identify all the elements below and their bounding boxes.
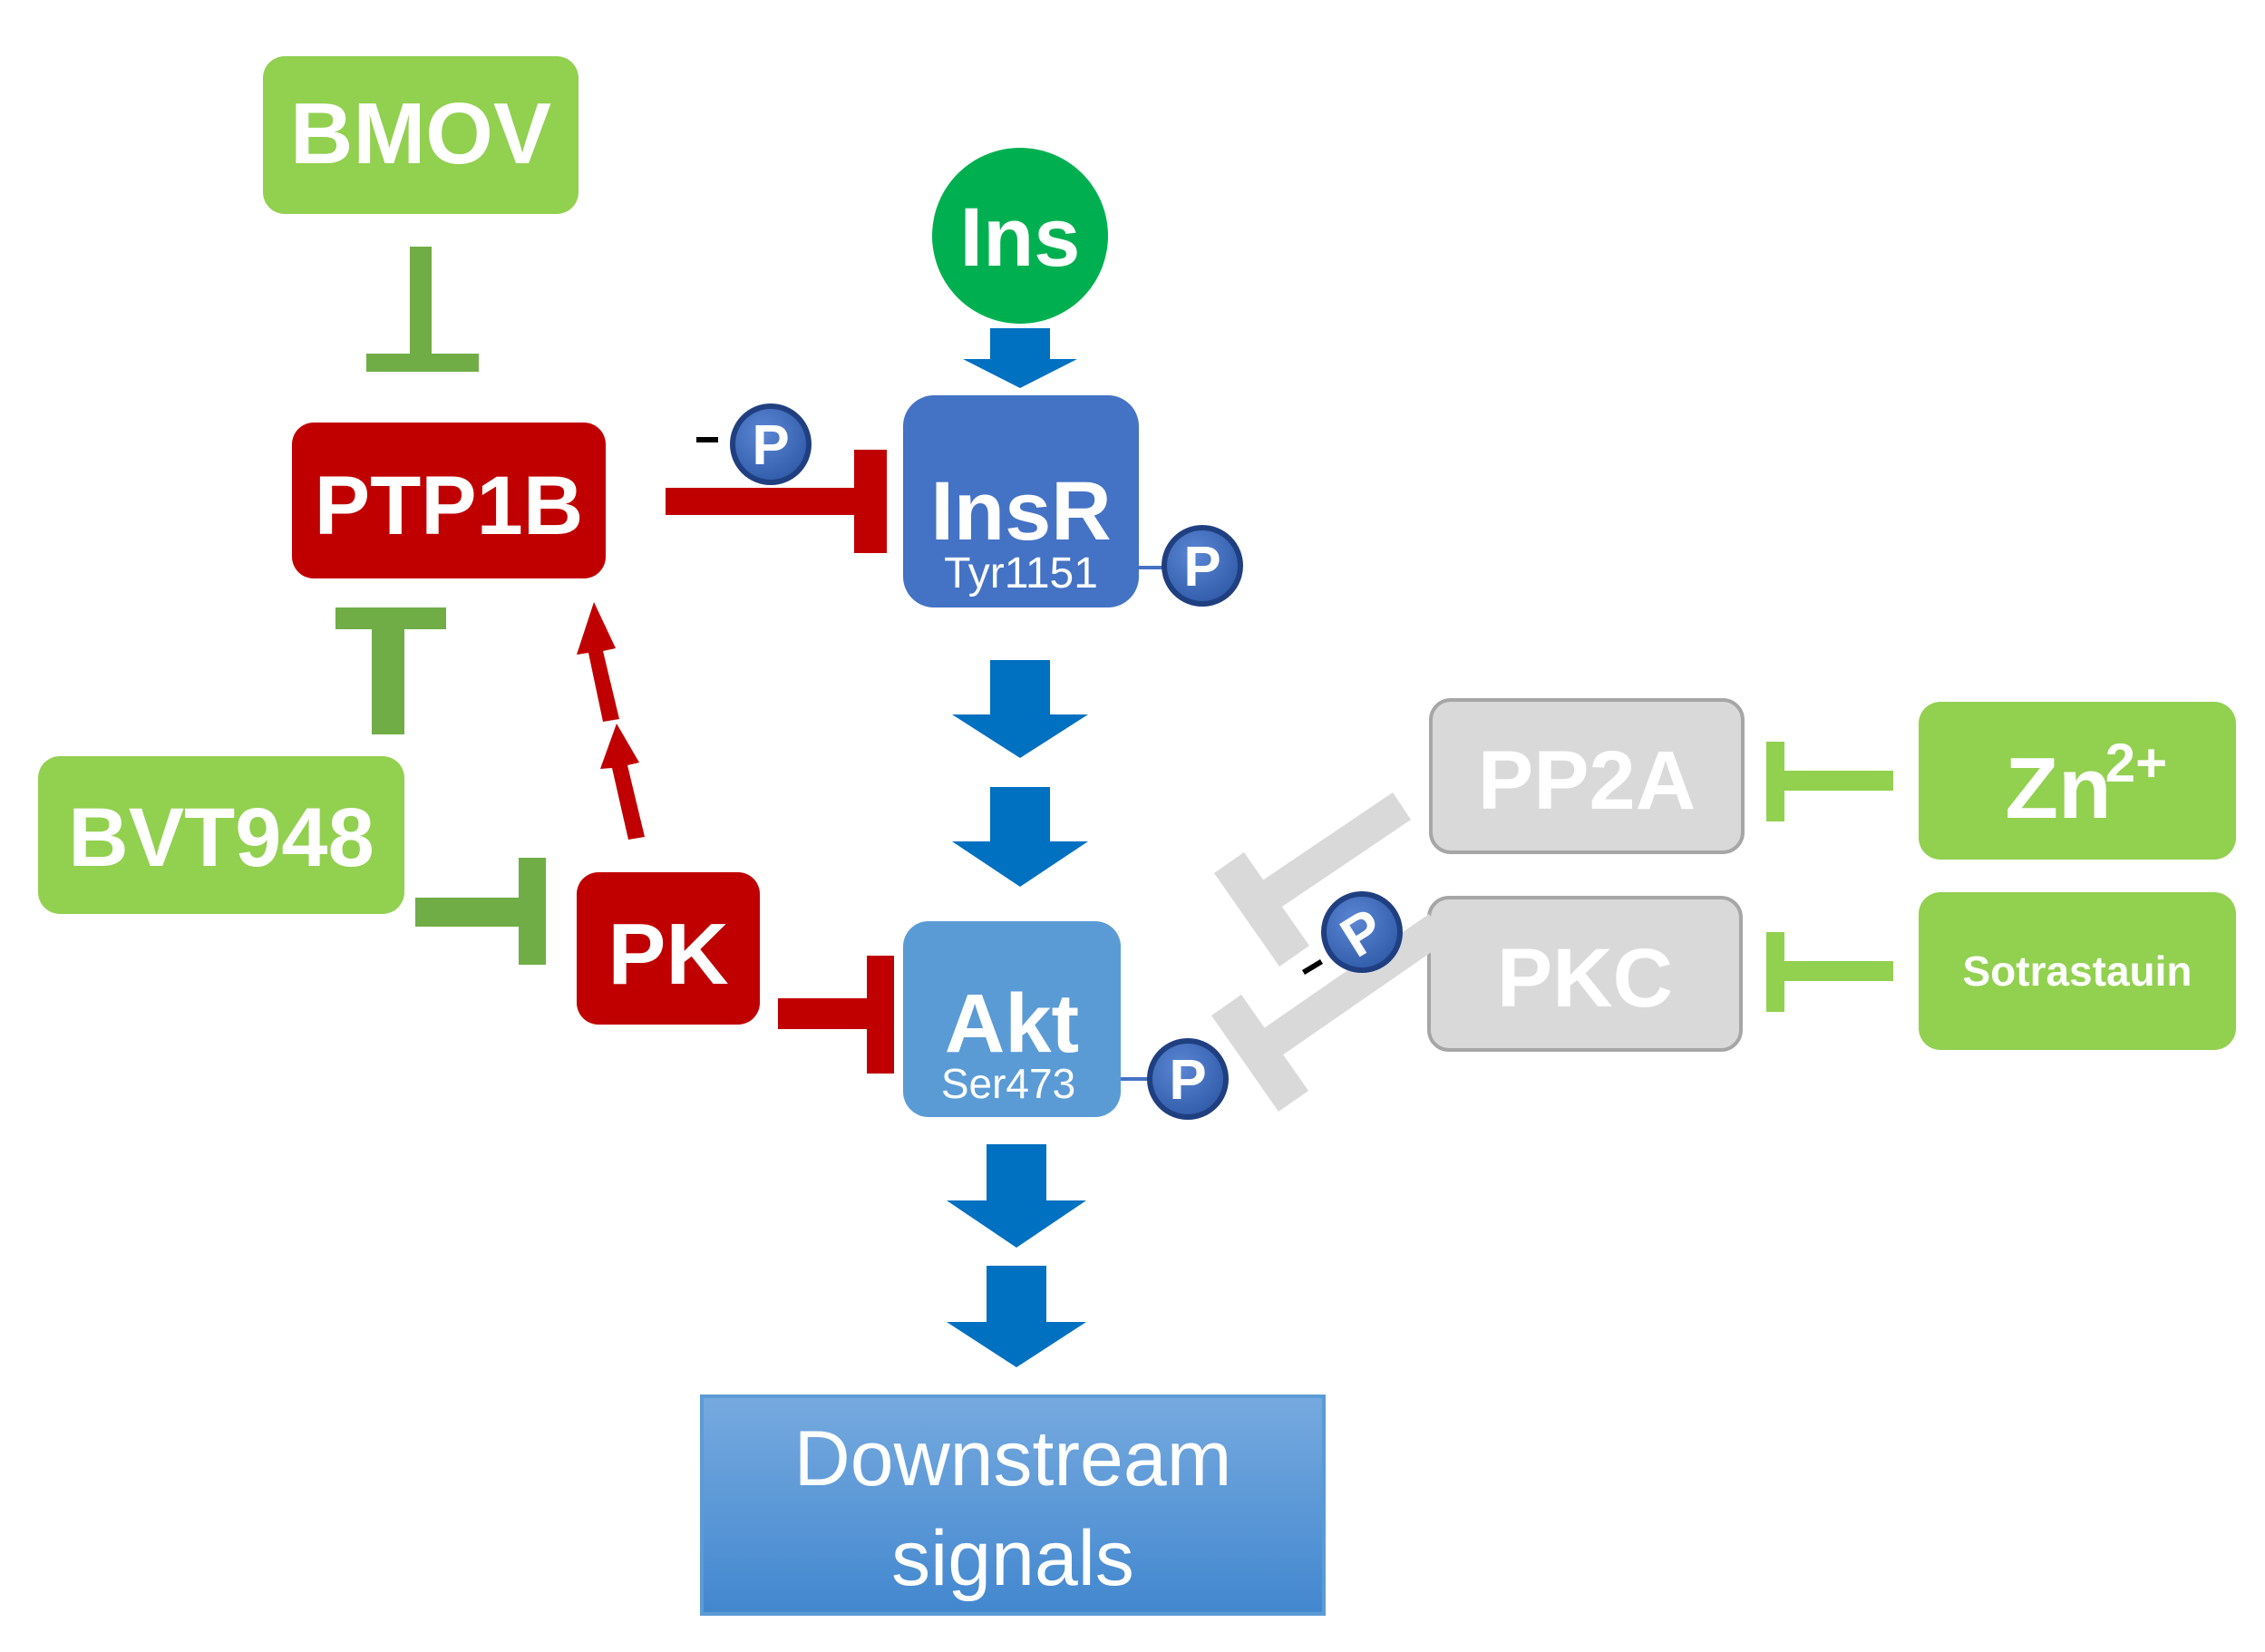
akt-site-label: Ser473 <box>941 1060 1075 1107</box>
phospho-label: P <box>752 414 789 477</box>
downstream-line1: Downstream <box>794 1415 1232 1502</box>
pk-activates-ptp1b <box>577 602 645 840</box>
zn-node: Zn 2+ <box>1919 702 2236 860</box>
akt-label: Akt <box>945 977 1079 1070</box>
akt-to-downstream-arrow-2 <box>947 1266 1086 1367</box>
pp2a-inhibits-akt <box>1214 792 1411 967</box>
bvt948-node: BVT948 <box>38 756 404 914</box>
bmov-label: BMOV <box>290 85 551 182</box>
sotrastauin-inhibits-pkc <box>1766 932 1893 1012</box>
ins-node: Ins <box>932 148 1108 324</box>
pkc-inhibits-akt <box>1211 914 1447 1112</box>
downstream-line2: signals <box>891 1515 1134 1602</box>
phospho-akt: P <box>1121 1038 1229 1120</box>
phospho-label: P <box>1169 1049 1206 1112</box>
ptp1b-node: PTP1B <box>292 423 606 578</box>
insr-node: InsR Tyr1151 <box>903 395 1139 607</box>
pk-inhibits-akt <box>778 956 894 1074</box>
insr-to-akt-arrow-1 <box>952 660 1088 758</box>
insr-site-label: Tyr1151 <box>944 549 1098 598</box>
sotrastauin-node: Sotrastauin <box>1919 892 2236 1050</box>
sotrastauin-label: Sotrastauin <box>1962 947 2192 995</box>
ins-to-insr-arrow <box>963 328 1077 388</box>
ins-label: Ins <box>960 191 1081 284</box>
bvt948-label: BVT948 <box>68 792 374 884</box>
ptp1b-label: PTP1B <box>315 460 584 552</box>
ptp1b-inhibits-insr <box>666 450 887 553</box>
bmov-inhibits-ptp1b <box>366 247 479 372</box>
pk-node: PK <box>577 872 760 1025</box>
pkc-label: PKC <box>1497 932 1673 1025</box>
insr-label: InsR <box>930 465 1111 558</box>
phospho-minus-pkc: P <box>1302 891 1403 975</box>
bmov-node: BMOV <box>263 56 578 214</box>
zn-label: Zn <box>2005 740 2111 837</box>
insr-to-akt-arrow-2 <box>952 787 1088 887</box>
phospho-insr: P <box>1139 525 1243 607</box>
pp2a-label: PP2A <box>1478 734 1696 827</box>
zn-charge-label: 2+ <box>2105 733 2167 793</box>
pk-label: PK <box>608 906 728 1003</box>
pkc-node: PKC <box>1427 896 1743 1052</box>
bvt948-inhibits-ptp1b <box>335 607 446 734</box>
akt-node: Akt Ser473 <box>903 921 1121 1117</box>
akt-to-downstream-arrow-1 <box>947 1144 1086 1248</box>
bvt948-inhibits-pk <box>415 858 546 965</box>
zn-inhibits-pp2a <box>1766 742 1893 821</box>
downstream-node: Downstream signals <box>700 1394 1326 1616</box>
pp2a-node: PP2A <box>1429 698 1745 854</box>
phospho-minus-ptp1b: P <box>696 403 812 485</box>
phospho-label: P <box>1183 536 1220 598</box>
